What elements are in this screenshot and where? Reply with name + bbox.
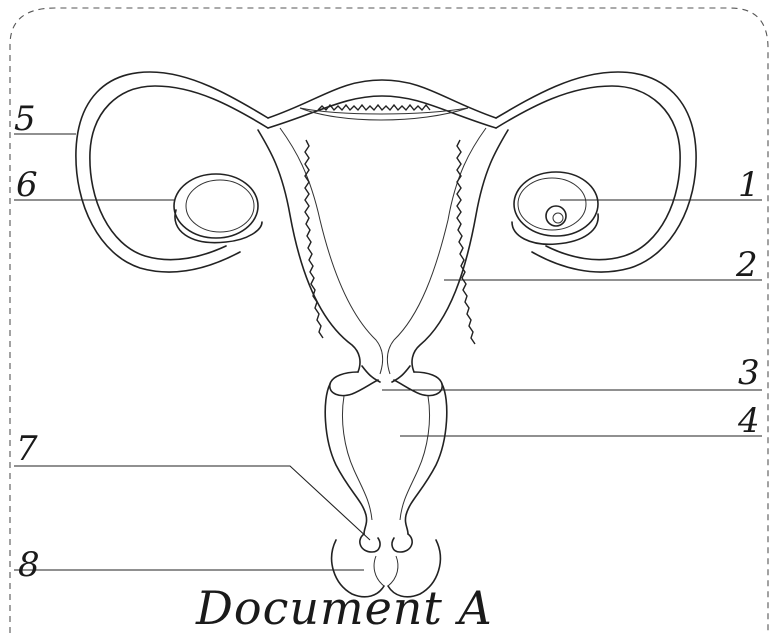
ovary-left (174, 174, 262, 243)
uterus-outer-wall (76, 72, 696, 272)
endometrium-fundus (318, 105, 430, 110)
label-5: 5 (14, 99, 36, 139)
vagina (325, 384, 447, 534)
label-7: 7 (16, 429, 38, 469)
document-frame (10, 8, 768, 633)
label-1: 1 (738, 165, 760, 205)
endometrium-right (457, 140, 475, 344)
ovary-right (512, 172, 598, 244)
document-caption: Document A (195, 581, 493, 633)
label-3: 3 (738, 353, 760, 393)
label-4: 4 (737, 401, 760, 441)
uterine-body (258, 128, 508, 374)
label-8: 8 (18, 545, 40, 585)
cervix (330, 366, 442, 396)
label-2: 2 (735, 245, 758, 285)
label-6: 6 (16, 165, 38, 205)
